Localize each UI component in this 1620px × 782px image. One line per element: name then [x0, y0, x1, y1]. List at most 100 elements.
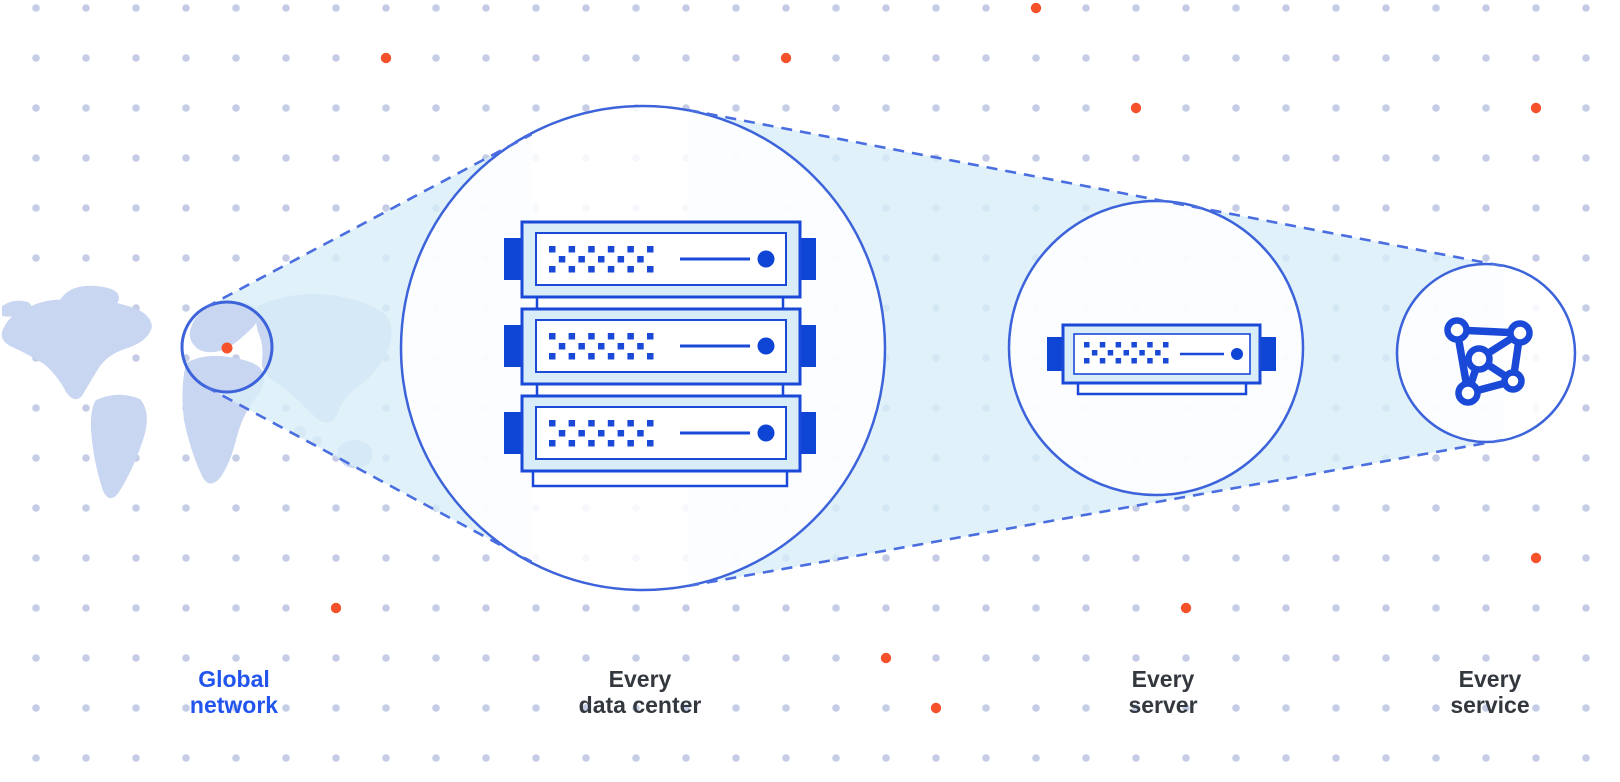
- grid-dot: [1232, 154, 1240, 162]
- grid-dot: [932, 754, 940, 762]
- vent-dot: [637, 343, 644, 350]
- vent-dot: [1091, 350, 1098, 356]
- grid-dot: [1432, 54, 1440, 62]
- grid-dot: [1332, 54, 1340, 62]
- vent-dot: [627, 246, 634, 253]
- map-south-america: [90, 394, 147, 499]
- server-vent-dots: [1084, 342, 1169, 364]
- grid-dot: [932, 654, 940, 662]
- vent-dot: [598, 430, 605, 437]
- grid-dot: [1482, 54, 1490, 62]
- grid-dot: [82, 54, 90, 62]
- grid-dot: [282, 4, 290, 12]
- grid-dot: [182, 704, 190, 712]
- grid-dot: [132, 504, 140, 512]
- grid-dot: [232, 604, 240, 612]
- grid-dot: [1082, 654, 1090, 662]
- grid-dot-orange: [1530, 102, 1542, 114]
- grid-dot: [982, 554, 990, 562]
- grid-dot: [1232, 604, 1240, 612]
- mesh-node: [1444, 317, 1470, 343]
- grid-dot: [132, 604, 140, 612]
- map-north-america: [1, 299, 152, 400]
- grid-dot: [732, 104, 740, 112]
- grid-dot: [1232, 54, 1240, 62]
- grid-dot-orange: [380, 52, 392, 64]
- grid-dot: [1182, 4, 1190, 12]
- grid-dot: [382, 504, 390, 512]
- mesh-node-center: [1465, 345, 1493, 373]
- vent-dot: [549, 353, 556, 360]
- grid-dot: [182, 604, 190, 612]
- grid-dot: [1582, 304, 1590, 312]
- grid-dot: [1582, 654, 1590, 662]
- vent-dot: [1147, 342, 1153, 348]
- grid-dot: [182, 754, 190, 762]
- grid-dot: [582, 704, 590, 712]
- grid-dot: [1282, 4, 1290, 12]
- grid-dot: [1332, 654, 1340, 662]
- grid-dot: [1332, 554, 1340, 562]
- grid-dot: [832, 104, 840, 112]
- grid-dot: [1532, 504, 1540, 512]
- grid-dot: [232, 704, 240, 712]
- grid-dot: [1482, 554, 1490, 562]
- grid-dot: [482, 754, 490, 762]
- grid-dot: [1232, 104, 1240, 112]
- grid-dot: [1132, 554, 1140, 562]
- grid-dot: [1432, 604, 1440, 612]
- grid-dot: [282, 154, 290, 162]
- grid-dot: [432, 654, 440, 662]
- grid-dot: [1432, 204, 1440, 212]
- server-vent-dots: [549, 333, 654, 360]
- grid-dot: [82, 604, 90, 612]
- grid-dot: [1032, 154, 1040, 162]
- vent-dot: [1147, 358, 1153, 364]
- grid-dot: [532, 654, 540, 662]
- grid-dot: [332, 54, 340, 62]
- grid-dot: [482, 104, 490, 112]
- grid-dot: [432, 54, 440, 62]
- vent-dot: [558, 343, 566, 350]
- grid-dot: [482, 54, 490, 62]
- grid-dot: [1382, 504, 1390, 512]
- grid-dot: [1282, 54, 1290, 62]
- grid-dot: [1032, 54, 1040, 62]
- grid-dot: [282, 54, 290, 62]
- grid-dot: [32, 704, 40, 712]
- grid-dot: [732, 604, 740, 612]
- grid-dot: [332, 654, 340, 662]
- grid-dot: [432, 554, 440, 562]
- grid-dot: [182, 504, 190, 512]
- grid-dot: [1532, 204, 1540, 212]
- grid-dot: [682, 4, 690, 12]
- grid-dot: [832, 54, 840, 62]
- grid-dot: [232, 454, 240, 462]
- vent-dot: [578, 256, 585, 263]
- grid-dot: [1032, 704, 1040, 712]
- grid-dot: [232, 154, 240, 162]
- grid-dot: [1132, 154, 1140, 162]
- grid-dot: [132, 54, 140, 62]
- grid-dot: [32, 654, 40, 662]
- grid-dot: [682, 604, 690, 612]
- grid-dot: [1032, 604, 1040, 612]
- grid-dot: [1582, 254, 1590, 262]
- grid-dot: [82, 454, 90, 462]
- grid-dot: [1482, 504, 1490, 512]
- grid-dot: [1282, 504, 1290, 512]
- grid-dot: [332, 704, 340, 712]
- grid-dot: [932, 554, 940, 562]
- grid-dot: [282, 104, 290, 112]
- grid-dot: [382, 204, 390, 212]
- grid-dot: [1282, 104, 1290, 112]
- grid-dot: [1132, 604, 1140, 612]
- grid-dot: [882, 604, 890, 612]
- grid-dot: [1382, 604, 1390, 612]
- grid-dot: [482, 654, 490, 662]
- grid-dot: [1132, 654, 1140, 662]
- grid-dot: [232, 554, 240, 562]
- grid-dot: [732, 754, 740, 762]
- grid-dot: [1332, 104, 1340, 112]
